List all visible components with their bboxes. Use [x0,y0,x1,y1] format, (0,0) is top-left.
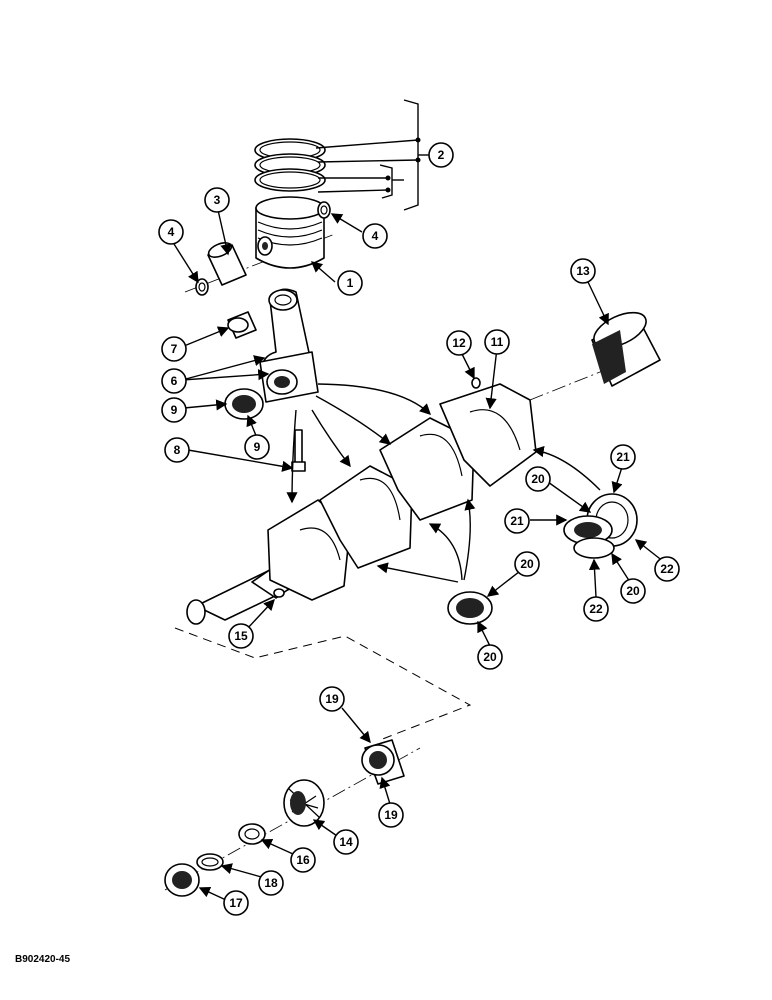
main-bearing-shell [447,591,493,625]
thrust-bearing-assembly [563,493,638,559]
phantom-line [174,627,472,741]
callout-21-mid: 21 [504,508,530,534]
crankshaft [186,377,537,625]
svg-text:14: 14 [339,835,353,849]
callout-3: 3 [204,187,230,213]
svg-text:13: 13 [576,264,590,278]
svg-text:15: 15 [234,629,248,643]
svg-text:1: 1 [347,276,354,290]
main-bearing [591,311,661,387]
retaining-ring-right [317,201,331,219]
callout-18: 18 [258,870,284,896]
rod-bearing [224,388,264,420]
callout-20-mid: 20 [514,551,540,577]
callout-4-left: 4 [158,219,184,245]
svg-text:7: 7 [171,342,178,356]
svg-text:19: 19 [384,808,398,822]
svg-text:17: 17 [229,896,243,910]
leader-lines [173,99,665,901]
centerline [184,233,336,293]
svg-text:6: 6 [171,374,178,388]
callout-19-top: 19 [319,686,345,712]
callout-20-bottom: 20 [477,644,503,670]
figure-id: B902420-45 [15,954,71,965]
svg-text:8: 8 [174,443,181,457]
callout-13: 13 [570,258,596,284]
callout-2: 2 [428,142,454,168]
callout-21-top: 21 [610,444,636,470]
piston [255,196,325,269]
snap-ring [196,853,224,871]
connecting-rod [259,288,319,403]
svg-text:21: 21 [510,514,524,528]
svg-text:3: 3 [214,193,221,207]
oil-seal [164,863,200,897]
callout-6: 6 [161,368,187,394]
rod-bushing [227,311,257,339]
svg-text:22: 22 [660,562,674,576]
callout-16: 16 [290,847,316,873]
gear-bushing [361,739,405,785]
callout-7: 7 [161,336,187,362]
callout-1: 1 [337,270,363,296]
callout-22-right: 22 [654,556,680,582]
callout-9-left: 9 [161,397,187,423]
crank-gear [283,779,325,827]
callout-19-lower: 19 [378,802,404,828]
svg-text:22: 22 [589,602,603,616]
callout-12: 12 [446,330,472,356]
piston-rings [254,138,326,192]
svg-text:20: 20 [520,557,534,571]
svg-text:12: 12 [452,336,466,350]
svg-text:18: 18 [264,876,278,890]
svg-text:20: 20 [483,650,497,664]
svg-text:19: 19 [325,692,339,706]
svg-text:21: 21 [616,450,630,464]
svg-text:9: 9 [171,403,178,417]
svg-text:20: 20 [531,472,545,486]
svg-text:16: 16 [296,853,310,867]
spacer-washer [238,823,266,845]
svg-text:11: 11 [491,335,504,349]
callout-17: 17 [223,890,249,916]
callout-8: 8 [164,437,190,463]
svg-text:9: 9 [254,440,261,454]
callout-20-right: 20 [620,578,646,604]
svg-text:4: 4 [168,225,175,239]
svg-text:20: 20 [626,584,640,598]
crank-key [273,588,285,598]
callout-11: 11 [484,329,510,355]
callout-20-top: 20 [525,466,551,492]
callout-4-right: 4 [362,223,388,249]
svg-text:4: 4 [372,229,379,243]
callout-15: 15 [228,623,254,649]
retaining-ring-left [195,278,209,296]
callout-14: 14 [333,829,359,855]
svg-text:2: 2 [438,148,445,162]
callout-9-lower: 9 [244,434,270,460]
callout-22-lower: 22 [583,596,609,622]
